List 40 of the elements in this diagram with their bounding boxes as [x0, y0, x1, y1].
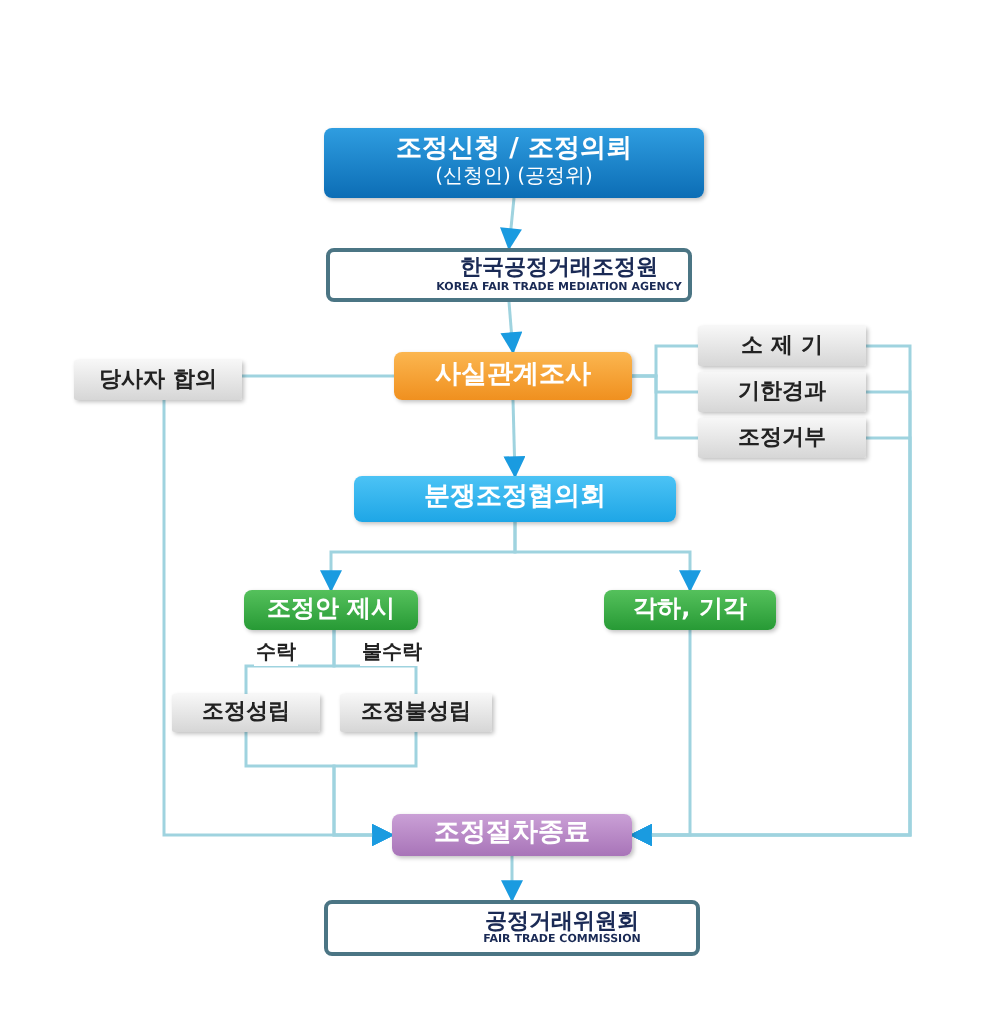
agency-box: [326, 248, 692, 302]
process-box: [340, 694, 492, 732]
arrow: [501, 856, 523, 903]
connector-line: [332, 630, 418, 694]
process-box: [394, 352, 632, 400]
connector-line: [632, 374, 698, 440]
arrow: [500, 301, 523, 355]
box-label: 사실관계조사: [435, 361, 591, 391]
process-box: [244, 590, 418, 630]
agency-box: [324, 900, 700, 956]
process-box: [604, 590, 776, 630]
box-label: 공정거래위원회: [485, 909, 639, 934]
box-label: 조정불성립: [361, 700, 471, 726]
process-box: [354, 476, 676, 522]
box-label: 조정성립: [202, 700, 290, 726]
process-box: [392, 814, 632, 856]
arrow: [500, 197, 522, 251]
process-box: [698, 326, 866, 366]
box-sublabel: (신청인) (공정위): [435, 166, 593, 190]
box-label: 각하, 기각: [633, 596, 747, 624]
box-label: 조정거부: [738, 425, 826, 451]
edge-label: 불수락: [360, 638, 424, 666]
box-label: 조정절차종료: [434, 820, 590, 850]
box-label: 한국공정거래조정원: [460, 256, 658, 281]
arrow: [332, 732, 418, 846]
arrow: [513, 522, 701, 593]
box-label: 소 제 기: [741, 333, 823, 359]
edge-label: 수락: [254, 638, 298, 666]
box-label: 당사자 합의: [99, 367, 217, 393]
process-box: [324, 128, 704, 198]
process-box: [698, 418, 866, 458]
arrow: [503, 399, 526, 479]
connector-line: [242, 374, 394, 378]
box-label: 기한경과: [738, 379, 826, 405]
box-label: 분쟁조정협의회: [424, 484, 606, 514]
box-label: 조정신청 / 조정의뢰: [396, 136, 632, 166]
process-box: [698, 372, 866, 412]
process-box: [74, 360, 242, 400]
box-label: 조정안 제시: [266, 596, 396, 624]
process-box: [172, 694, 320, 732]
